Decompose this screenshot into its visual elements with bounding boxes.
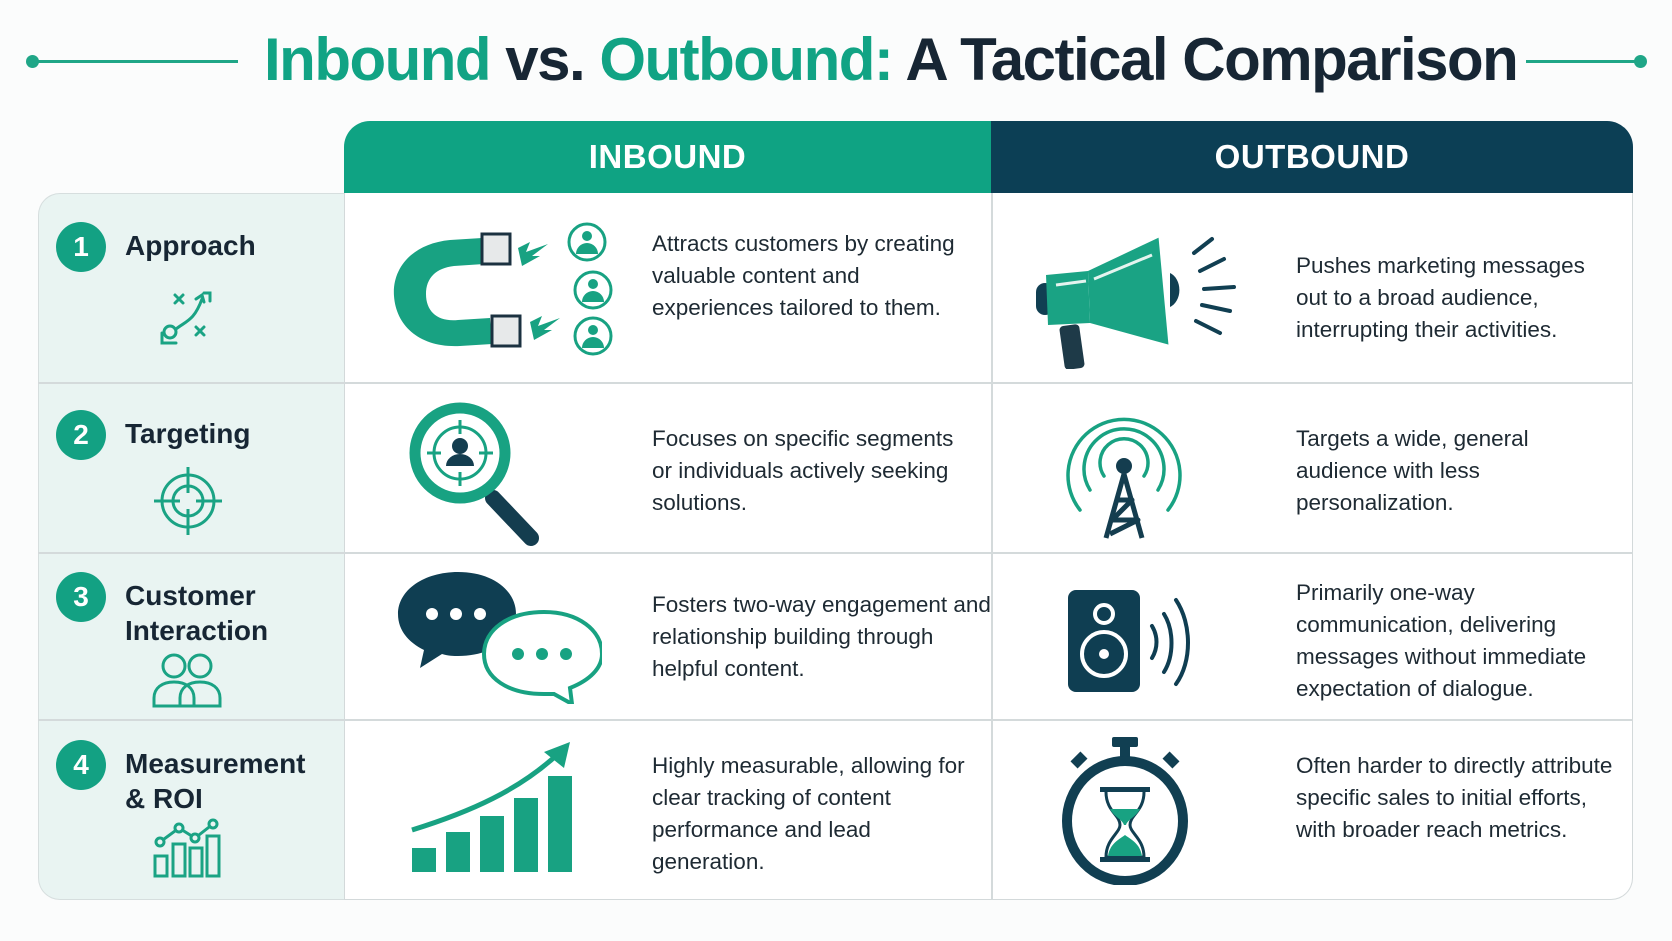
row-label-targeting: 2 Targeting — [56, 410, 250, 460]
page-title: Inbound vs. Outbound: A Tactical Compari… — [264, 26, 1519, 94]
row-divider — [38, 719, 1633, 721]
magnifier-person-target-icon — [409, 402, 539, 546]
title-decor-dot-right — [1634, 55, 1647, 68]
inbound-targeting-text: Focuses on specific segments or individu… — [652, 426, 954, 515]
bar-line-chart-icon — [153, 818, 221, 878]
two-people-icon — [152, 653, 222, 708]
row-label-text: Targeting — [125, 418, 251, 449]
title-vs: vs. — [490, 26, 600, 93]
row-label-text: Measurement & ROI — [125, 748, 306, 814]
title-inbound: Inbound — [264, 26, 492, 93]
rising-bar-chart-icon — [411, 742, 572, 872]
row-label-measurement-roi: 4 Measurement & ROI — [56, 740, 325, 816]
outbound-measurement-text: Often harder to directly attribute speci… — [1296, 753, 1613, 842]
row-label-text: Approach — [125, 230, 256, 261]
column-divider — [991, 193, 993, 899]
crosshair-target-icon — [154, 467, 222, 535]
strategy-play-icon — [160, 291, 212, 345]
title-decor-line-right — [1526, 60, 1639, 63]
row-label-approach: 1 Approach — [56, 222, 256, 272]
row-label-customer-interaction: 3 Customer Interaction — [56, 572, 295, 648]
outbound-targeting-text: Targets a wide, general audience with le… — [1296, 426, 1529, 515]
magnet-attracting-people-icon — [393, 222, 613, 356]
outbound-interaction-text: Primarily one-way communication, deliver… — [1296, 580, 1587, 701]
column-header-outbound-label: OUTBOUND — [1214, 138, 1410, 175]
row-divider — [38, 552, 1633, 554]
title-outbound: Outbound: — [599, 26, 894, 93]
speaker-icon — [1068, 590, 1190, 692]
inbound-measurement-text: Highly measurable, allowing for clear tr… — [652, 753, 965, 874]
outbound-approach-text: Pushes marketing messages out to a broad… — [1296, 253, 1585, 342]
column-header-inbound: INBOUND — [344, 121, 991, 206]
inbound-interaction-text: Fosters two-way engagement and relations… — [652, 592, 991, 681]
row-number-badge: 3 — [56, 572, 106, 622]
row-number-badge: 2 — [56, 410, 106, 460]
chat-bubbles-icon — [398, 572, 602, 704]
title-subtitle: A Tactical Comparison — [892, 26, 1518, 93]
megaphone-icon — [1036, 236, 1236, 369]
title-decor-dot-left — [26, 55, 39, 68]
row-number-badge: 1 — [56, 222, 106, 272]
inbound-approach-text: Attracts customers by creating valuable … — [652, 231, 955, 320]
column-header-outbound: OUTBOUND — [991, 121, 1633, 206]
title-decor-line-left — [32, 60, 238, 63]
column-header-inbound-label: INBOUND — [588, 138, 747, 175]
row-divider — [38, 382, 1633, 384]
row-number-badge: 4 — [56, 740, 106, 790]
title-bar: Inbound vs. Outbound: A Tactical Compari… — [0, 22, 1672, 98]
stopwatch-hourglass-icon — [1062, 737, 1188, 885]
row-label-text: Customer Interaction — [125, 580, 269, 646]
broadcast-tower-icon — [1066, 417, 1182, 539]
